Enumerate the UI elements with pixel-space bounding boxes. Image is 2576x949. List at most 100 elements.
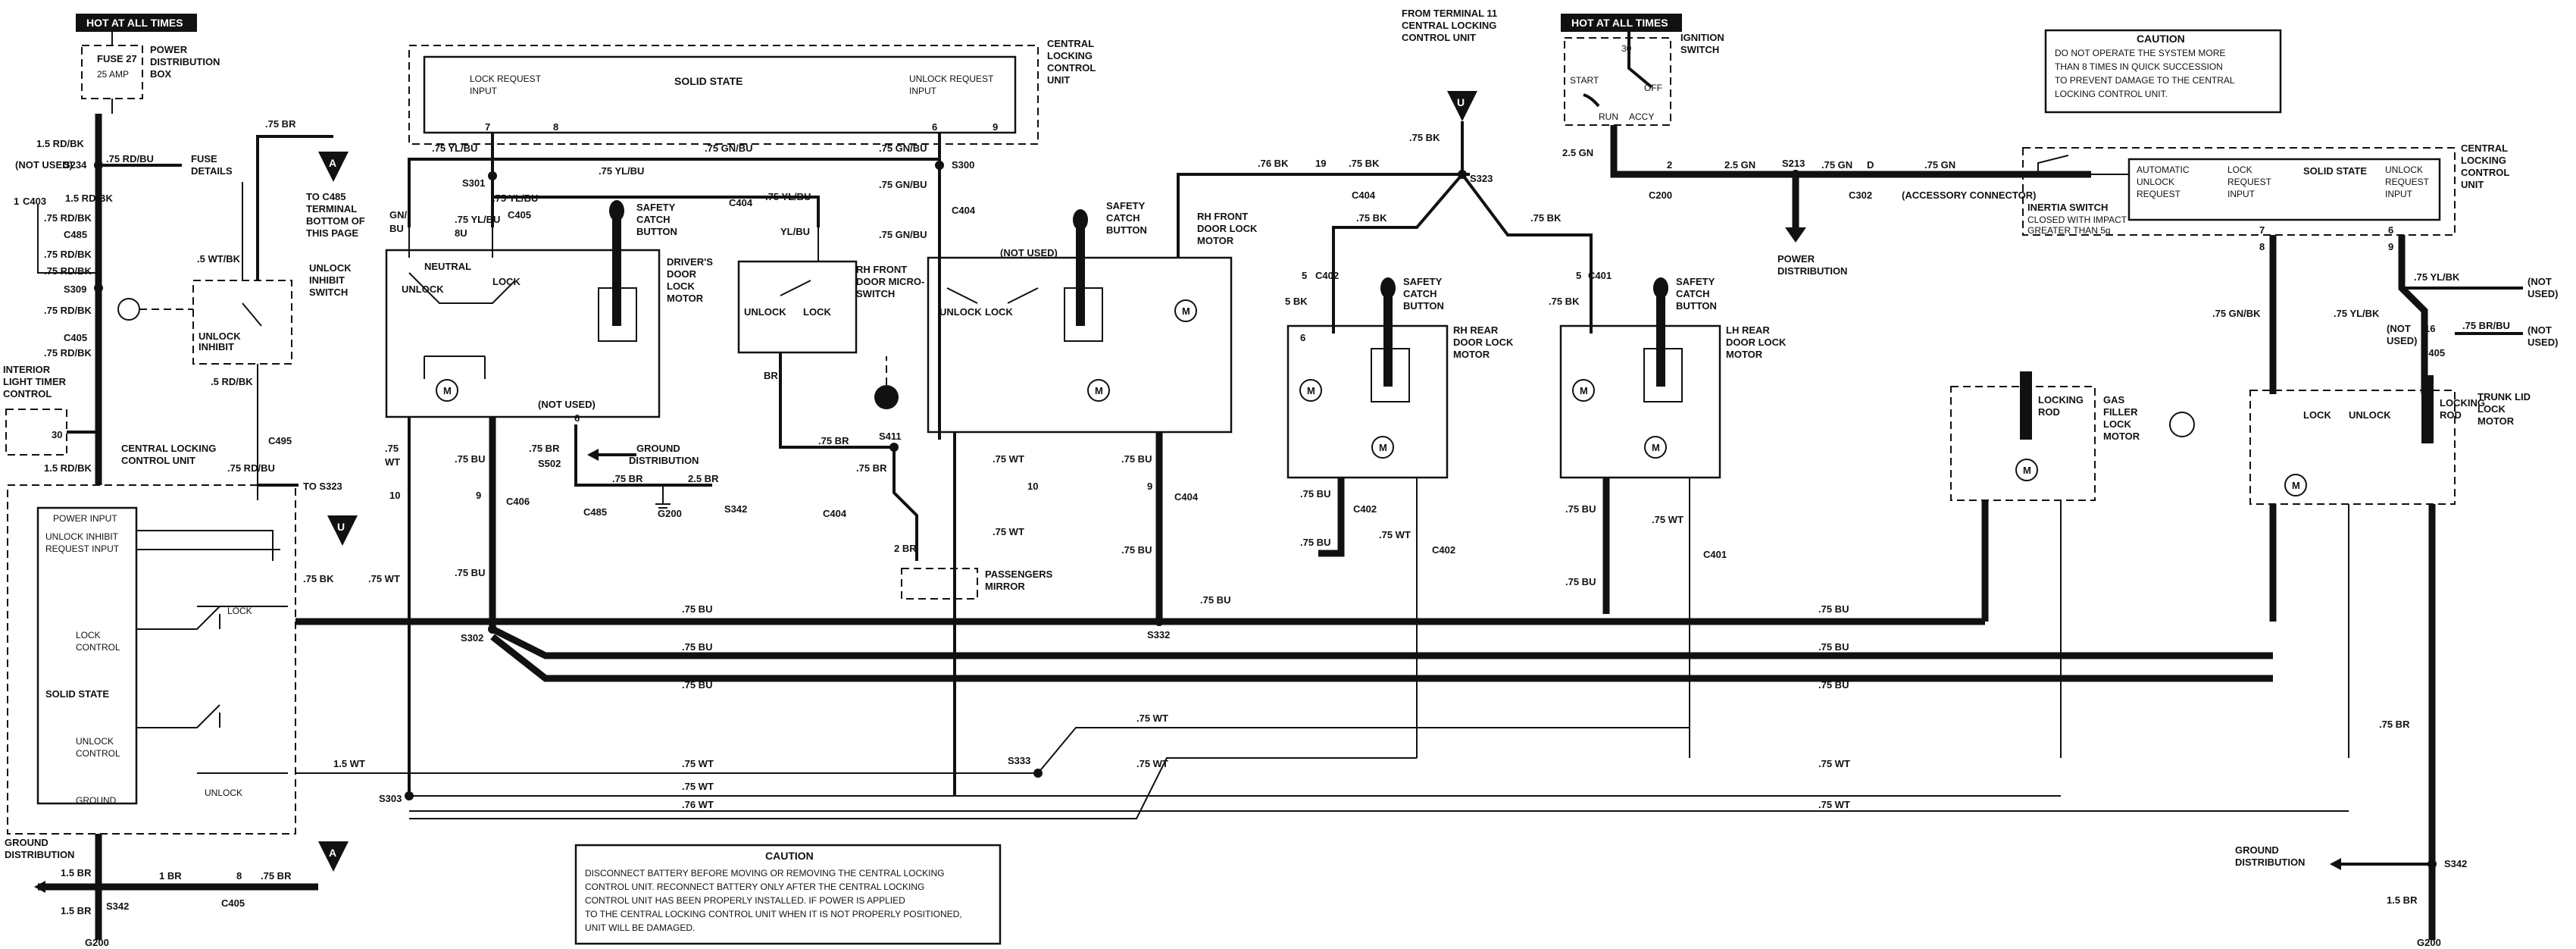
- drivers-internal: [408, 227, 516, 379]
- conn-C406: C406: [506, 496, 530, 507]
- drivers-safety-1: SAFETY: [636, 202, 676, 213]
- clu-right-name-1: CENTRAL: [2461, 143, 2508, 154]
- gas-3: LOCK: [2103, 418, 2131, 430]
- gd-left-1: GROUND: [5, 837, 48, 848]
- fuse-box-label-3: BOX: [150, 68, 172, 80]
- wire-brbu: .75 BR/BU: [2462, 320, 2510, 331]
- clu-top-lock-req-1: LOCK REQUEST: [470, 74, 542, 84]
- conn-S323: S323: [1470, 173, 1493, 184]
- trunk-rod-2: ROD: [2440, 409, 2462, 421]
- wire-75-drv: .75: [385, 443, 399, 454]
- gas-rod-2: ROD: [2038, 406, 2060, 418]
- wire-gn-12: GN/: [389, 209, 408, 221]
- rh-rear-motor-box: [1286, 324, 1449, 479]
- wire-gn75: .75 GN: [1821, 159, 1852, 171]
- caution-top-3: TO PREVENT DAMAGE TO THE CENTRAL: [2055, 75, 2235, 86]
- clu-lock-label: LOCK: [227, 606, 252, 616]
- caution-top-title: CAUTION: [2137, 33, 2185, 45]
- wire-bu-drv-a: .75 BU: [455, 453, 485, 465]
- conn-S301: S301: [462, 177, 485, 189]
- central-locking-unit-left: [7, 484, 296, 835]
- drivers-safety-2: CATCH: [636, 214, 671, 225]
- trunk-lid-box: [2249, 390, 2456, 505]
- trunk-3: MOTOR: [2478, 415, 2515, 427]
- clur-pin16: 16: [2424, 323, 2435, 334]
- wire-wt-bus-f: .75 WT: [1818, 758, 1850, 769]
- lhr-motor2-M: M: [1652, 442, 1660, 453]
- rhr-3: MOTOR: [1453, 349, 1490, 360]
- rhr-bu-wire: [1318, 478, 1345, 557]
- clu-right-name-3: CONTROL: [2461, 167, 2509, 178]
- conn-C405-right: C405: [2421, 347, 2445, 359]
- from-terminal-3: CONTROL UNIT: [1402, 32, 1476, 43]
- wire-bu75-lhr-b: .75 BU: [1565, 576, 1596, 587]
- gas-4: MOTOR: [2103, 431, 2140, 442]
- lhr-pin5: 5: [1576, 270, 1581, 281]
- lh-rear-catch-knob: [1653, 277, 1668, 299]
- rh-rear-catch-housing: [1371, 348, 1410, 402]
- marker-U-top: [1447, 91, 1477, 121]
- clu-right-unlock-1: UNLOCK: [2385, 164, 2423, 175]
- clu-lock-control-2: CONTROL: [76, 642, 120, 653]
- wire-bu-bus2-r: .75 BU: [1818, 641, 1849, 653]
- rh-sw-3: SWITCH: [856, 288, 895, 299]
- rh-front-switch-box: [737, 260, 858, 354]
- interior-light-2: LIGHT TIMER: [3, 376, 67, 387]
- ign-accy: ACCY: [1629, 111, 1654, 122]
- clur-ylbk-wire: [2398, 235, 2428, 394]
- clu-relay-contacts: [136, 606, 220, 728]
- lh-rear-safety-catch: [1656, 288, 1665, 387]
- conn-C401-top: C401: [1588, 270, 1612, 281]
- clu-unlock-control-1: UNLOCK: [76, 736, 114, 747]
- clu-top-pin7: 7: [485, 121, 490, 133]
- rh-front-motor-icon: [1174, 299, 1197, 322]
- wire-wt-bus-e: .75 WT: [1136, 758, 1168, 769]
- clu-right-name-4: UNIT: [2461, 179, 2484, 190]
- wire-ylbk-b: .75 YL/BK: [2414, 271, 2460, 283]
- wire-br75-d: .75 BR: [818, 435, 849, 446]
- wire-bk75-left: .75 BK: [303, 573, 334, 584]
- clu-top-name-1: CENTRAL: [1047, 38, 1094, 49]
- rh-front-catch-housing: [1064, 287, 1103, 342]
- conn-C402-low: C402: [1432, 544, 1455, 556]
- clu-right-unlock-3: INPUT: [2385, 189, 2413, 199]
- mirror-1: PASSENGERS: [985, 568, 1053, 580]
- trunk-lock: LOCK: [2303, 409, 2331, 421]
- wire-bu-drv-b: .75 BU: [455, 567, 485, 578]
- conn-C404-right: C404: [1352, 189, 1376, 201]
- inertia-2: CLOSED WITH IMPACT: [2027, 215, 2127, 225]
- rh-front-safety-2: CATCH: [1106, 212, 1140, 224]
- rh-front-motor-1: RH FRONT: [1197, 211, 1248, 222]
- marker-U-left: [327, 515, 358, 546]
- drivers-door-2: DOOR: [667, 268, 697, 280]
- conn-S300: S300: [952, 159, 974, 171]
- clu-power-input: POWER INPUT: [53, 513, 117, 524]
- conn-C402-mid: C402: [1353, 503, 1377, 515]
- wire-bu-bus3-r: .75 BU: [1818, 679, 1849, 691]
- caution-bottom-title: CAUTION: [765, 850, 814, 862]
- rhr-safety-1: SAFETY: [1403, 276, 1443, 287]
- clu-top-pin9: 9: [993, 121, 998, 133]
- drivers-lock: LOCK: [492, 276, 521, 287]
- wire-wt75-lhr: .75 WT: [1652, 514, 1683, 525]
- wire-bu-bus2: .75 BU: [682, 641, 712, 653]
- not-used-left: (NOT USED): [15, 159, 73, 171]
- pin-19: 19: [1315, 158, 1326, 169]
- caution-bottom-3: CONTROL UNIT HAS BEEN PROPERLY INSTALLED…: [585, 895, 905, 906]
- power-dist-1: POWER: [1777, 253, 1815, 265]
- clu-top-pin8: 8: [553, 121, 558, 133]
- gas-1: GAS: [2103, 394, 2125, 406]
- wire-5bk: 5 BK: [1285, 296, 1308, 307]
- wire-bu75-lhr: .75 BU: [1565, 503, 1596, 515]
- trunk-unlock: UNLOCK: [2349, 409, 2391, 421]
- conn-C405-left: C405: [64, 332, 87, 343]
- clu-ground: GROUND: [76, 795, 117, 806]
- conn-C404-top: C404: [952, 205, 976, 216]
- rh-front-bk-wire: [1177, 173, 1470, 258]
- clu-relay-outputs: [197, 606, 288, 774]
- wire-gnbu-b: .75 GN/BU: [879, 143, 927, 154]
- wire-label-rdbk75-c: .75 RD/BK: [44, 265, 92, 277]
- wire-label-rdbk75-e: .75 RD/BK: [44, 347, 92, 359]
- wire-wt15: 1.5 WT: [333, 758, 365, 769]
- conn-G200-right: G200: [2417, 937, 2441, 948]
